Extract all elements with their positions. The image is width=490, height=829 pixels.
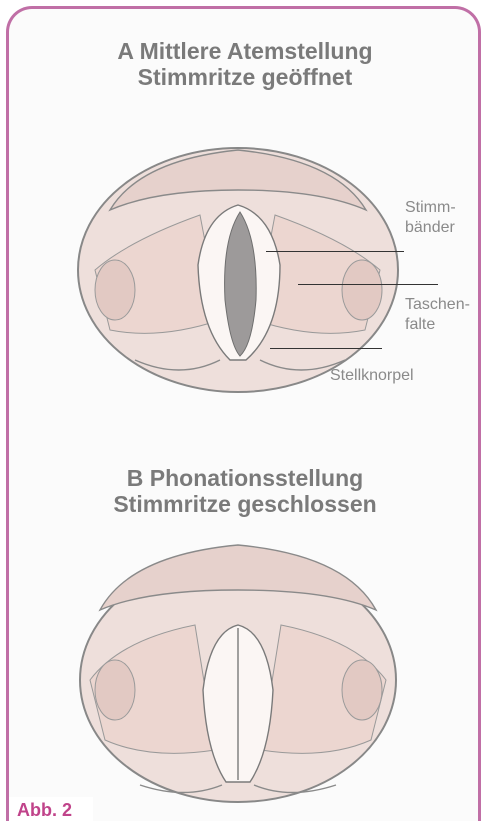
figure-caption-badge: Abb. 2 (9, 797, 93, 823)
